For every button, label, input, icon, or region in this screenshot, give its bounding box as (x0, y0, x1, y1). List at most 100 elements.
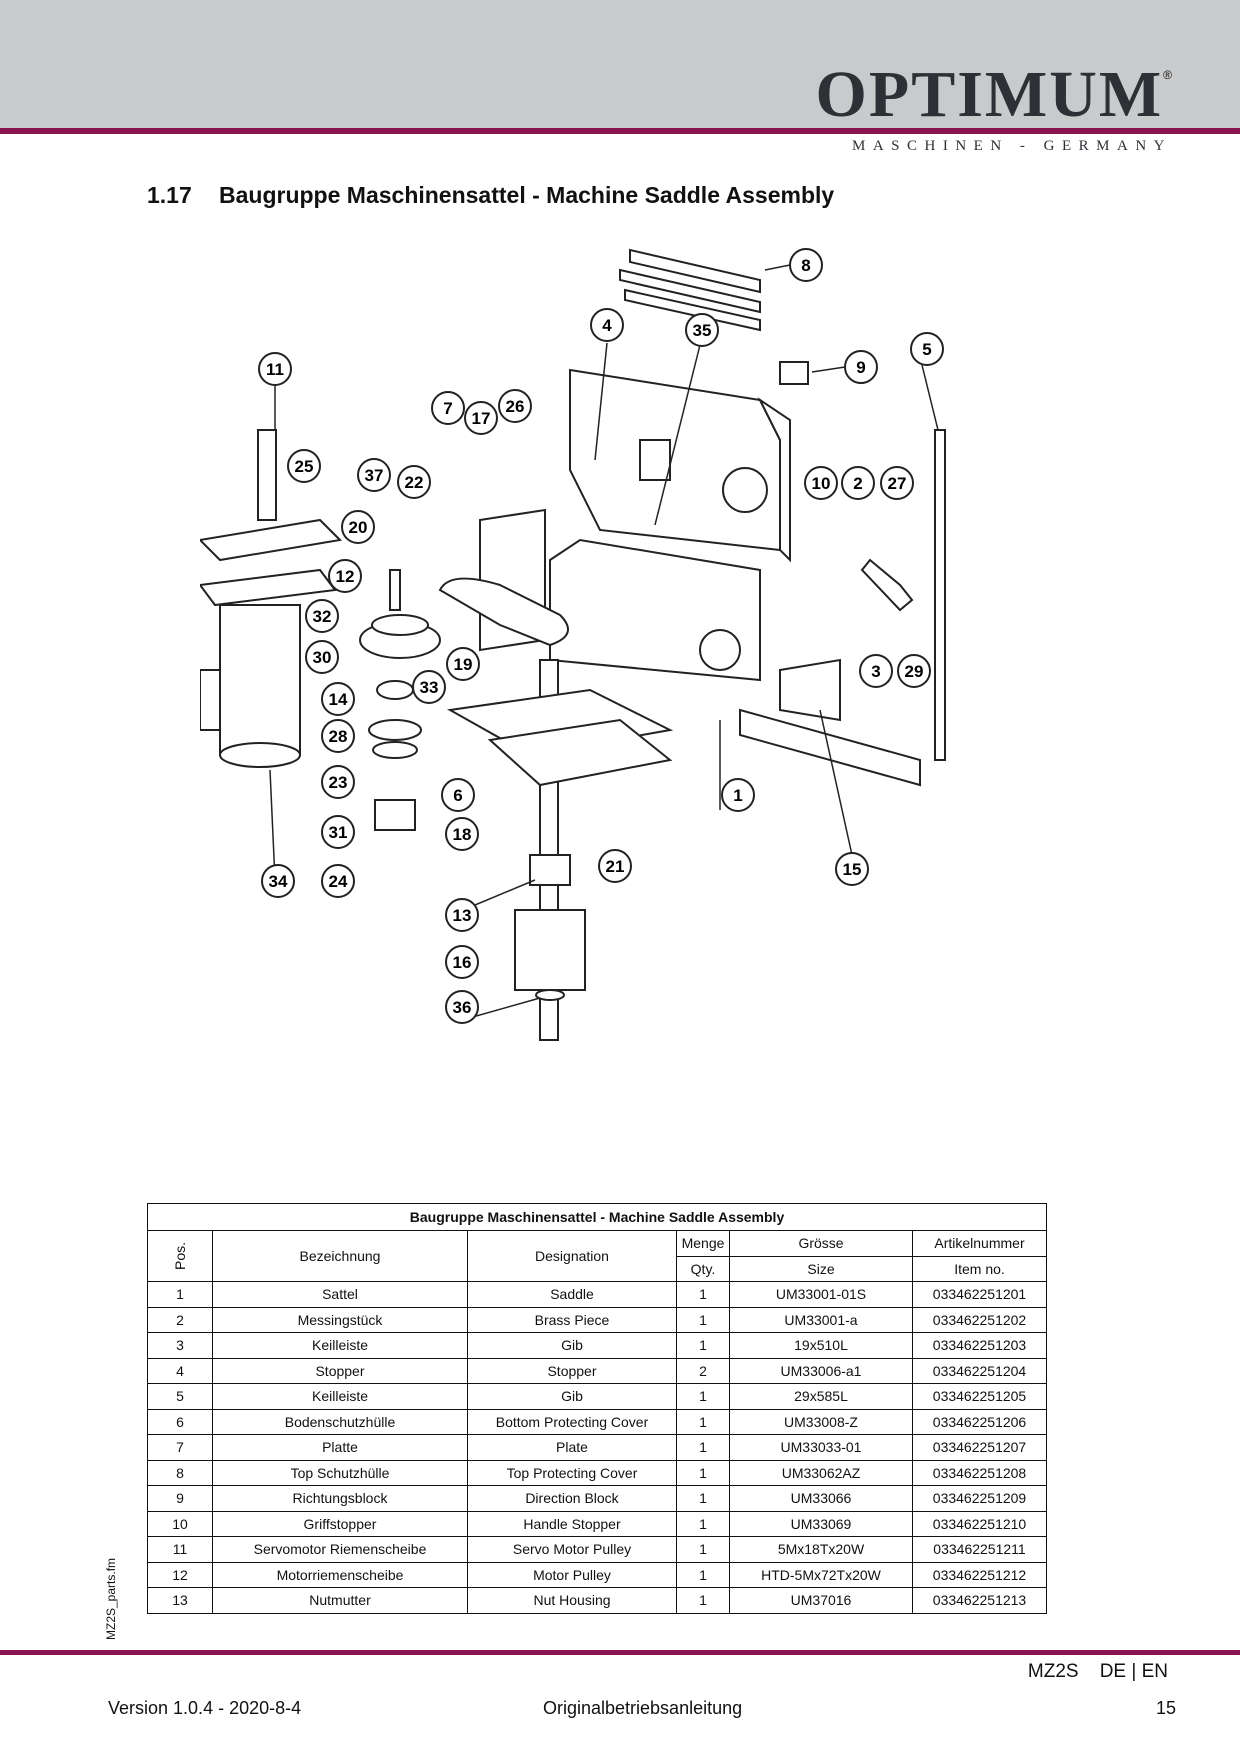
svg-text:21: 21 (606, 857, 625, 876)
cell-bezeichnung: Sattel (212, 1281, 468, 1308)
cell-qty: 1 (676, 1408, 730, 1435)
svg-text:2: 2 (853, 474, 862, 493)
header-designation: Designation (467, 1230, 677, 1282)
callout-24: 24 (321, 864, 355, 898)
cell-item-no: 033462251207 (912, 1434, 1047, 1461)
cell-designation: Gib (467, 1383, 677, 1410)
footer-version: Version 1.0.4 - 2020-8-4 (108, 1698, 302, 1718)
callout-16: 16 (445, 945, 479, 979)
callout-28: 28 (321, 719, 355, 753)
svg-text:6: 6 (453, 786, 462, 805)
cell-qty: 1 (676, 1383, 730, 1410)
header-artikelnummer: Artikelnummer (912, 1230, 1047, 1257)
cell-item-no: 033462251202 (912, 1306, 1047, 1333)
svg-text:18: 18 (453, 825, 472, 844)
cell-pos: 10 (147, 1510, 213, 1537)
cell-size: UM33008-Z (729, 1408, 913, 1435)
diagram-parts (200, 248, 946, 1041)
svg-text:5: 5 (922, 340, 931, 359)
cell-bezeichnung: Keilleiste (212, 1332, 468, 1359)
exploded-assembly-diagram: 8 4 35 9 5 11 7 17 26 25 37 22 10 2 27 2… (200, 248, 946, 1041)
cell-pos: 6 (147, 1408, 213, 1435)
cell-designation: Nut Housing (467, 1587, 677, 1614)
svg-text:9: 9 (856, 358, 865, 377)
cell-bezeichnung: Messingstück (212, 1306, 468, 1333)
svg-text:8: 8 (801, 256, 810, 275)
cell-bezeichnung: Servomotor Riemenscheibe (212, 1536, 468, 1563)
cell-qty: 1 (676, 1434, 730, 1461)
cell-pos: 5 (147, 1383, 213, 1410)
cell-item-no: 033462251210 (912, 1510, 1047, 1537)
callout-30: 30 (305, 640, 339, 674)
section-heading: Baugruppe Maschinensattel - Machine Sadd… (219, 182, 835, 208)
callout-5: 5 (910, 332, 944, 366)
callout-31: 31 (321, 815, 355, 849)
cell-designation: Gib (467, 1332, 677, 1359)
callout-17: 17 (464, 401, 498, 435)
callout-8: 8 (789, 248, 823, 282)
callout-25: 25 (287, 449, 321, 483)
callout-7: 7 (431, 391, 465, 425)
callout-37: 37 (357, 458, 391, 492)
cell-designation: Bottom Protecting Cover (467, 1408, 677, 1435)
callout-23: 23 (321, 765, 355, 799)
header-menge: Menge (676, 1230, 730, 1257)
svg-text:32: 32 (313, 607, 332, 626)
cell-item-no: 033462251205 (912, 1383, 1047, 1410)
svg-text:34: 34 (269, 872, 288, 891)
cell-qty: 2 (676, 1357, 730, 1384)
svg-text:30: 30 (313, 648, 332, 667)
callout-36: 36 (445, 990, 479, 1024)
cell-size: UM33001-01S (729, 1281, 913, 1308)
brand-name: OPTIMUM (815, 58, 1164, 131)
callout-18: 18 (445, 817, 479, 851)
cell-bezeichnung: Richtungsblock (212, 1485, 468, 1512)
callout-32: 32 (305, 599, 339, 633)
cell-pos: 4 (147, 1357, 213, 1384)
header-rule (0, 128, 1240, 134)
footer-model-language: MZ2S DE | EN (1027, 1661, 1168, 1682)
diagram-callouts: 8 4 35 9 5 11 7 17 26 25 37 22 10 2 27 2… (258, 248, 944, 1024)
svg-text:4: 4 (602, 316, 612, 335)
cell-qty: 1 (676, 1485, 730, 1512)
cell-qty: 1 (676, 1306, 730, 1333)
cell-bezeichnung: Griffstopper (212, 1510, 468, 1537)
cell-designation: Brass Piece (467, 1306, 677, 1333)
svg-text:37: 37 (365, 466, 384, 485)
callout-1: 1 (721, 778, 755, 812)
cell-pos: 8 (147, 1459, 213, 1486)
cell-pos: 3 (147, 1332, 213, 1359)
header-pos: Pos. (147, 1230, 213, 1282)
callout-19: 19 (446, 647, 480, 681)
svg-text:7: 7 (443, 399, 452, 418)
cell-qty: 1 (676, 1510, 730, 1537)
header-groesse: Grösse (729, 1230, 913, 1257)
brand-logo: OPTIMUM® (816, 62, 1172, 128)
cell-designation: Stopper (467, 1357, 677, 1384)
svg-text:36: 36 (453, 998, 472, 1017)
cell-item-no: 033462251211 (912, 1536, 1047, 1563)
svg-text:12: 12 (336, 567, 355, 586)
cell-size: HTD-5Mx72Tx20W (729, 1561, 913, 1588)
callout-35: 35 (685, 313, 719, 347)
svg-text:14: 14 (329, 690, 348, 709)
callout-22: 22 (397, 465, 431, 499)
callout-4: 4 (590, 308, 624, 342)
cell-bezeichnung: Nutmutter (212, 1587, 468, 1614)
svg-text:25: 25 (295, 457, 314, 476)
cell-bezeichnung: Keilleiste (212, 1383, 468, 1410)
cell-size: 29x585L (729, 1383, 913, 1410)
cell-pos: 2 (147, 1306, 213, 1333)
callout-12: 12 (328, 559, 362, 593)
svg-text:35: 35 (693, 321, 712, 340)
svg-text:20: 20 (349, 518, 368, 537)
cell-qty: 1 (676, 1332, 730, 1359)
cell-bezeichnung: Bodenschutzhülle (212, 1408, 468, 1435)
cell-bezeichnung: Stopper (212, 1357, 468, 1384)
cell-designation: Motor Pulley (467, 1561, 677, 1588)
